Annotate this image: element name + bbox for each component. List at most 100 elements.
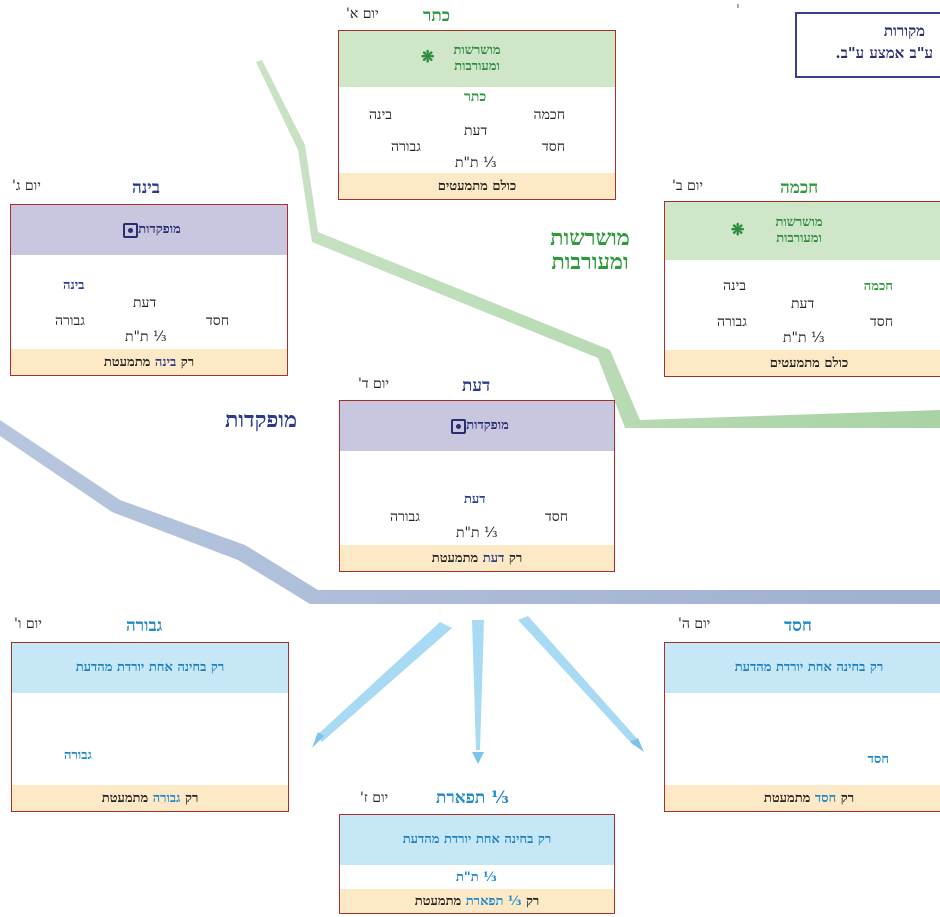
bina-title: בינה xyxy=(132,178,160,198)
tiferet-card: רק בחינה אחת יורדת מהדעת ⅓ ת"ת רק ⅓ תפאר… xyxy=(339,814,615,914)
chesed-title: חסד xyxy=(784,616,812,636)
chochma-bina: בינה xyxy=(723,278,747,294)
gevura-gevura: גבורה xyxy=(64,748,92,763)
side-label-rooted: מושרשות ומעורבות xyxy=(528,226,652,274)
gevura-header: רק בחינה אחת יורדת מהדעת xyxy=(12,643,288,693)
bina-header: מופקדות xyxy=(11,205,287,255)
bina-chesed: חסד xyxy=(206,313,229,329)
gevura-footer-word: גבורה xyxy=(152,791,181,806)
chesed-card: רק בחינה אחת יורדת מהדעת חסד רק חסד מתמע… xyxy=(664,642,940,812)
tiferet-title: ⅓ תפארת xyxy=(436,788,509,808)
arrow-to-tiferet xyxy=(472,620,484,750)
keter-day: יום א' xyxy=(346,6,379,22)
daat-tt: ⅓ ת"ת xyxy=(456,525,498,541)
bina-header-label: מופקדות xyxy=(138,222,181,237)
daat-day: יום ד' xyxy=(358,376,390,392)
side-label-rooted-line2: ומעורבות xyxy=(551,249,629,275)
target-square-icon xyxy=(123,222,139,238)
chesed-header: רק בחינה אחת יורדת מהדעת xyxy=(665,643,940,693)
tiferet-tt: ⅓ ת"ת xyxy=(456,870,497,885)
daat-title: דעת xyxy=(462,376,491,396)
daat-gevura: גבורה xyxy=(390,509,420,525)
chesed-footer-post: מתמעטת xyxy=(763,791,811,806)
keter-title: כתר xyxy=(423,6,451,26)
daat-footer: רק דעת מתמעטת xyxy=(340,545,614,571)
bina-day: יום ג' xyxy=(12,178,41,194)
daat-card: מופקדות דעת חסד גבורה ⅓ ת"ת רק דעת מתמעט… xyxy=(339,400,615,572)
keter-chochma: חכמה xyxy=(533,107,565,123)
chesed-day: יום ה' xyxy=(678,616,711,632)
target-square-icon xyxy=(451,418,467,434)
tiferet-header: רק בחינה אחת יורדת מהדעת xyxy=(340,815,614,865)
keter-footer: כולם מתמעטים xyxy=(339,173,615,199)
bina-daat: דעת xyxy=(133,295,157,311)
chesed-footer-pre: רק xyxy=(840,791,855,806)
tiferet-footer: רק ⅓ תפארת מתמעטת xyxy=(340,889,614,913)
keter-header-line2: ומעורבות xyxy=(454,59,500,74)
daat-header: מופקדות xyxy=(340,401,614,451)
chochma-day: יום ב' xyxy=(672,178,704,194)
tiferet-footer-pre: רק xyxy=(525,894,540,909)
bina-footer-word: בינה xyxy=(154,355,177,370)
chochma-header-line1: מושרשות xyxy=(775,215,823,230)
chochma-header-line2: ומעורבות xyxy=(776,231,822,246)
keter-tt: ⅓ ת"ת xyxy=(455,155,497,171)
arrow-head-tiferet xyxy=(472,752,484,764)
keter-center: כתר xyxy=(464,89,487,105)
daat-footer-word: דעת xyxy=(482,551,505,566)
keter-chesed: חסד xyxy=(542,139,565,155)
keter-bina: בינה xyxy=(369,107,393,123)
chesed-chesed: חסד xyxy=(867,752,889,767)
arrow-to-chesed xyxy=(518,616,640,746)
chesed-footer-word: חסד xyxy=(814,791,837,806)
chesed-footer: רק חסד מתמעטת xyxy=(665,785,940,811)
daat-footer-pre: רק xyxy=(508,551,523,566)
purple-ribbon xyxy=(0,420,940,604)
daat-daat: דעת xyxy=(464,492,486,507)
sources-text: ע"ב אמצע ע"ב. xyxy=(835,44,933,62)
bina-gevura: גבורה xyxy=(55,313,85,329)
daat-chesed: חסד xyxy=(545,509,568,525)
green-ribbon xyxy=(256,60,940,428)
chochma-footer: כולם מתמעטים xyxy=(665,350,940,376)
chochma-chochma: חכמה xyxy=(863,279,893,294)
side-label-rooted-line1: מושרשות xyxy=(550,225,630,251)
bina-footer-post: מתמעטת xyxy=(103,355,151,370)
daat-header-label: מופקדות xyxy=(466,418,509,433)
snowflake-icon: ❋ xyxy=(731,220,745,239)
snowflake-icon: ❋ xyxy=(421,47,435,66)
tiferet-day: יום ז' xyxy=(360,790,389,806)
arrow-head-gevura xyxy=(312,732,324,748)
keter-daat: דעת xyxy=(464,123,488,139)
gevura-title: גבורה xyxy=(126,616,163,636)
chochma-tt: ⅓ ת"ת xyxy=(783,330,825,346)
chochma-gevura: גבורה xyxy=(717,314,747,330)
bina-footer: רק בינה מתמעטת xyxy=(11,349,287,375)
keter-gevura: גבורה xyxy=(391,139,421,155)
bina-footer-pre: רק xyxy=(180,355,195,370)
chochma-daat: דעת xyxy=(791,296,815,312)
tiferet-footer-word: ⅓ תפארת xyxy=(465,894,522,909)
daat-footer-post: מתמעטת xyxy=(431,551,479,566)
sources-box: מקורות ע"ב אמצע ע"ב. xyxy=(795,12,940,78)
gevura-day: יום ו' xyxy=(14,616,42,632)
arrow-head-chesed xyxy=(630,738,644,752)
gevura-footer-pre: רק xyxy=(184,791,199,806)
gevura-card: רק בחינה אחת יורדת מהדעת גבורה רק גבורה … xyxy=(11,642,289,812)
bina-tt: ⅓ ת"ת xyxy=(125,329,167,345)
sources-title: מקורות xyxy=(883,22,925,40)
tiferet-footer-post: מתמעטת xyxy=(414,894,462,909)
chochma-title: חכמה xyxy=(780,178,819,198)
bina-bina: בינה xyxy=(63,278,85,293)
arrow-to-gevura xyxy=(316,622,452,742)
keter-header-line1: מושרשות xyxy=(453,43,501,58)
bina-card: מופקדות בינה דעת חסד גבורה ⅓ ת"ת רק בינה… xyxy=(10,204,288,376)
gevura-footer: רק גבורה מתמעטת xyxy=(12,785,288,811)
side-label-deposited: מופקדות xyxy=(224,407,298,433)
gevura-footer-post: מתמעטת xyxy=(101,791,149,806)
chochma-chesed: חסד xyxy=(870,314,893,330)
